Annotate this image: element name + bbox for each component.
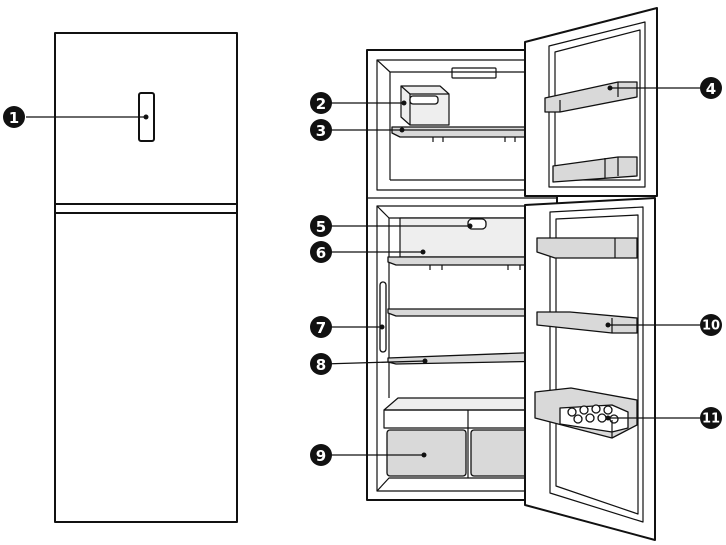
callout-badge-1: 1 [3,106,25,128]
fridge-light-cover [399,217,538,258]
ice-maker [400,85,450,126]
fridge-back-bottom [376,477,548,492]
callout-badge-9: 9 [310,444,332,466]
callout-number-4: 4 [706,80,716,98]
callout-badge-8: 8 [310,353,332,375]
callout-number-9: 9 [316,447,326,465]
fridge-shelf-middle [387,308,549,317]
callout-number-10: 10 [702,319,720,334]
freezer-light [451,67,497,79]
leader-lines [26,85,700,458]
closed-refrigerator [54,32,238,523]
callout-number-7: 7 [316,319,326,337]
freezer-interior [376,59,548,191]
callout-number-5: 5 [316,218,326,236]
callout-number-11: 11 [702,412,720,427]
callout-number-2: 2 [316,95,326,113]
callout-badge-10: 10 [700,314,722,336]
callout-badge-7: 7 [310,316,332,338]
callout-number-8: 8 [316,356,326,374]
callout-badge-5: 5 [310,215,332,237]
callout-badge-3: 3 [310,119,332,141]
led-light-strip [379,281,387,353]
freezer-door [524,7,658,197]
freezer-floor [390,179,548,191]
fridge-shelf-top [387,256,549,270]
fridge-back-top [376,205,548,219]
freezer-back-top [376,59,548,73]
callout-badge-6: 6 [310,241,332,263]
open-refrigerator [366,7,658,541]
callout-number-1: 1 [9,109,19,127]
callout-badge-11: 11 [700,407,722,429]
callout-number-6: 6 [316,244,326,262]
closed-fridge-body [54,32,238,523]
callout-badge-4: 4 [700,77,722,99]
freezer-shelf [391,126,538,142]
fridge-door [524,197,656,541]
callout-badge-2: 2 [310,92,332,114]
leader-8 [322,360,426,365]
callout-number-3: 3 [316,122,326,140]
